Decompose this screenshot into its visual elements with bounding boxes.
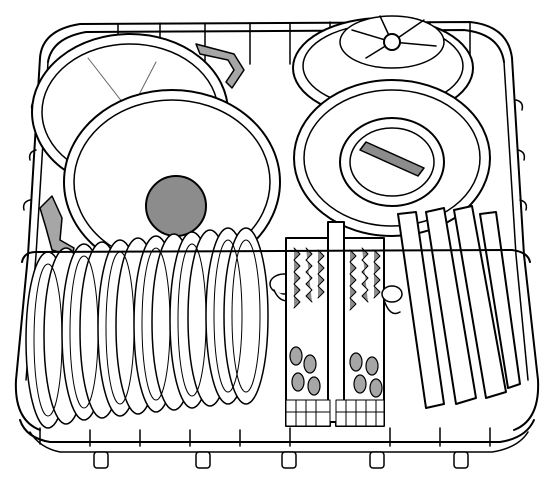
plate-rack bbox=[25, 227, 269, 429]
lid-handle-icon bbox=[195, 43, 245, 89]
knob-icon bbox=[145, 175, 207, 237]
cutlery-basket bbox=[285, 221, 385, 427]
tray bbox=[397, 205, 521, 409]
wheel-icon bbox=[281, 451, 297, 469]
cutlery-handle bbox=[327, 221, 345, 423]
pan-handle-icon bbox=[39, 195, 75, 257]
wheel-icon bbox=[369, 451, 385, 469]
pot-lid bbox=[293, 79, 491, 237]
basket-front-frame bbox=[19, 249, 535, 453]
dinner-plate bbox=[63, 89, 281, 275]
basket-wheels bbox=[93, 451, 469, 469]
glass-icon bbox=[381, 285, 403, 315]
wheel-icon bbox=[93, 451, 109, 469]
wheel-icon bbox=[453, 451, 469, 469]
wheel-icon bbox=[195, 451, 211, 469]
lid-grip-icon bbox=[359, 141, 425, 177]
